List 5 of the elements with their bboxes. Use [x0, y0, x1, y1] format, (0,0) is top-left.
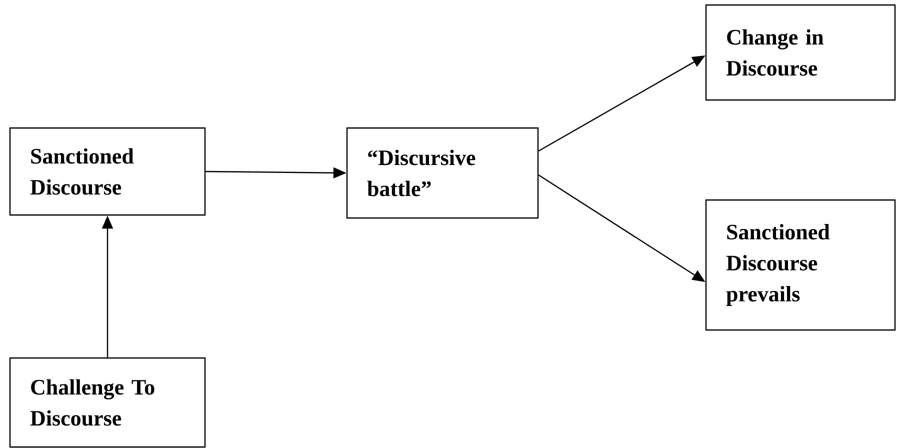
- process-box: “Discursive battle”: [346, 127, 539, 219]
- process-box: Challenge To Discourse: [9, 357, 206, 448]
- process-box: Change in Discourse: [705, 4, 896, 101]
- process-box: Sanctioned Discourse prevails: [705, 199, 896, 331]
- process-box: Sanctioned Discourse: [9, 127, 206, 216]
